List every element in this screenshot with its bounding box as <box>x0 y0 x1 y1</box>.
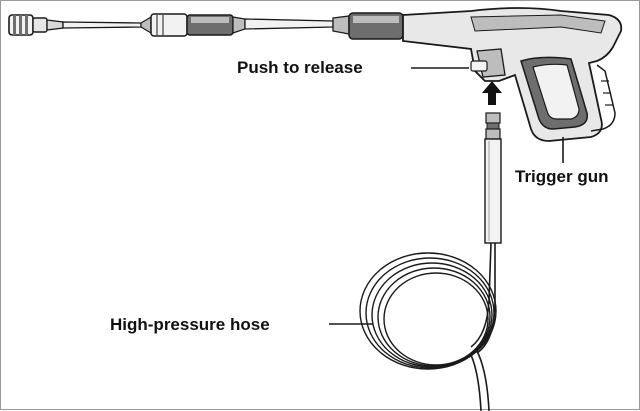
hose-connector <box>484 112 502 244</box>
high-pressure-hose-label: High-pressure hose <box>110 315 270 334</box>
high-pressure-hose <box>359 242 497 411</box>
up-arrow-icon <box>482 81 502 105</box>
push-to-release-label: Push to release <box>237 58 363 77</box>
release-button <box>470 60 488 72</box>
lance-tube <box>62 12 404 40</box>
nozzle-tip <box>8 14 64 36</box>
trigger-gun-body <box>402 7 623 142</box>
trigger-gun-label: Trigger gun <box>515 167 609 186</box>
